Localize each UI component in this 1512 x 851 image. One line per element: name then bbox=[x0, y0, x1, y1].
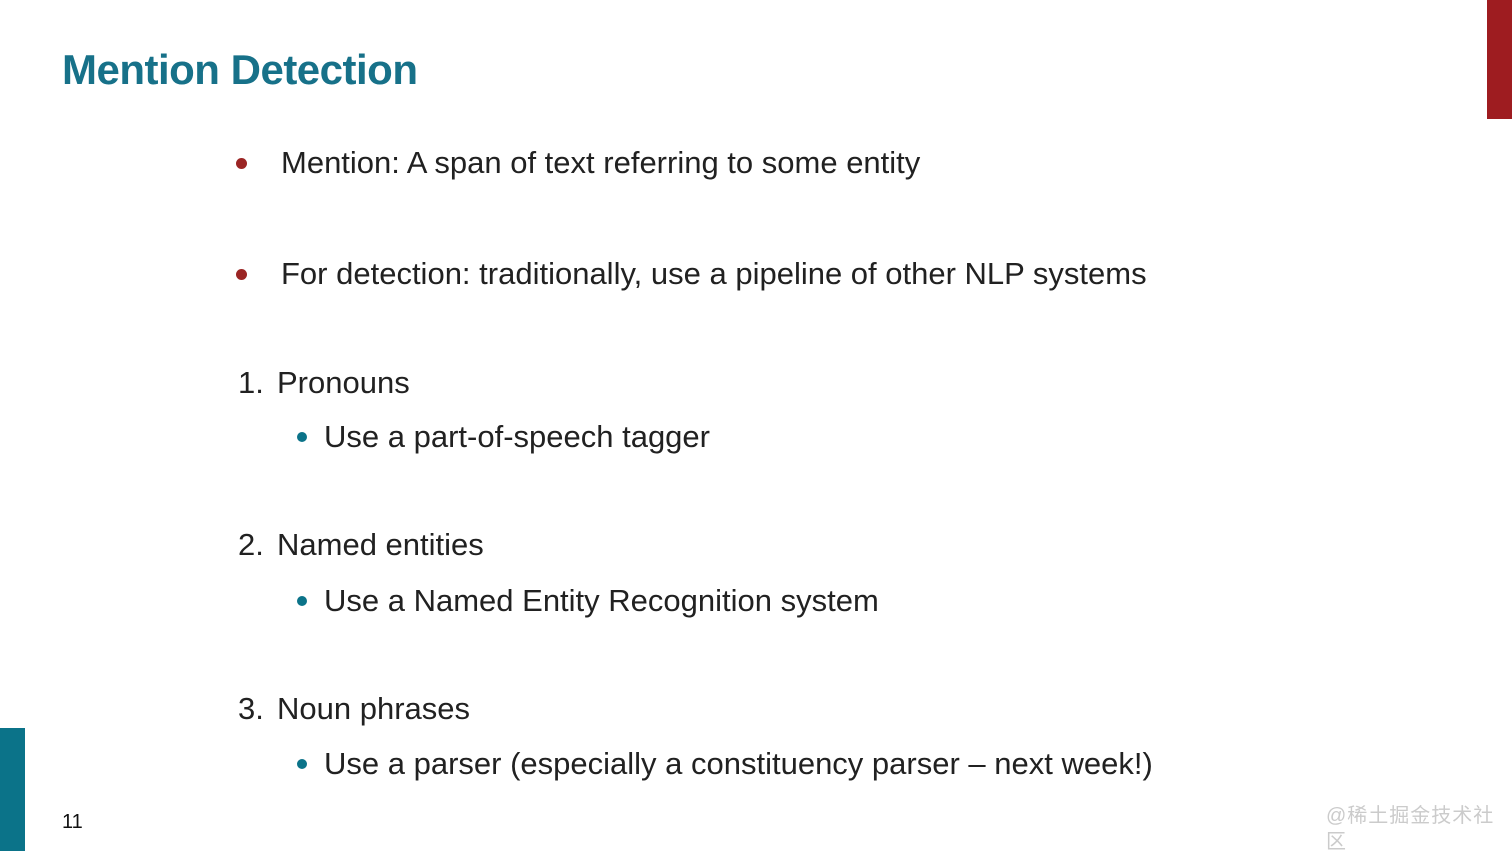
bullet-item: For detection: traditionally, use a pipe… bbox=[236, 253, 1147, 295]
sub-bullet-text: Use a parser (especially a constituency … bbox=[324, 746, 1153, 781]
watermark: @稀土掘金技术社区 bbox=[1326, 805, 1495, 851]
sub-bullet-dot-icon bbox=[297, 596, 307, 606]
bullet-dot-icon bbox=[236, 157, 247, 169]
sub-bullet-dot-icon bbox=[297, 432, 307, 442]
item-label: Pronouns bbox=[277, 365, 410, 400]
item-label: Noun phrases bbox=[277, 691, 471, 726]
top-right-accent-bar bbox=[1487, 0, 1512, 119]
sub-bullet-item: Use a Named Entity Recognition system bbox=[297, 580, 879, 622]
item-label: Named entities bbox=[277, 527, 484, 562]
bullet-text: Mention: A span of text referring to som… bbox=[281, 145, 921, 180]
page-number: 11 bbox=[62, 811, 83, 833]
bullet-text: For detection: traditionally, use a pipe… bbox=[281, 256, 1147, 291]
sub-bullet-text: Use a Named Entity Recognition system bbox=[324, 583, 879, 618]
slide-title: Mention Detection bbox=[62, 46, 418, 93]
bullet-dot-icon bbox=[236, 268, 247, 280]
sub-bullet-item: Use a part-of-speech tagger bbox=[297, 416, 710, 458]
bullet-item: Mention: A span of text referring to som… bbox=[236, 142, 920, 184]
item-number: 3. bbox=[238, 691, 264, 726]
numbered-item: 2. Named entities bbox=[238, 524, 484, 566]
sub-bullet-item: Use a parser (especially a constituency … bbox=[297, 743, 1153, 785]
sub-bullet-text: Use a part-of-speech tagger bbox=[324, 419, 710, 454]
item-number: 1. bbox=[238, 365, 264, 400]
item-number: 2. bbox=[238, 527, 264, 562]
numbered-item: 3. Noun phrases bbox=[238, 688, 470, 730]
sub-bullet-dot-icon bbox=[297, 759, 307, 769]
numbered-item: 1. Pronouns bbox=[238, 362, 410, 404]
bottom-left-accent-bar bbox=[0, 728, 25, 851]
